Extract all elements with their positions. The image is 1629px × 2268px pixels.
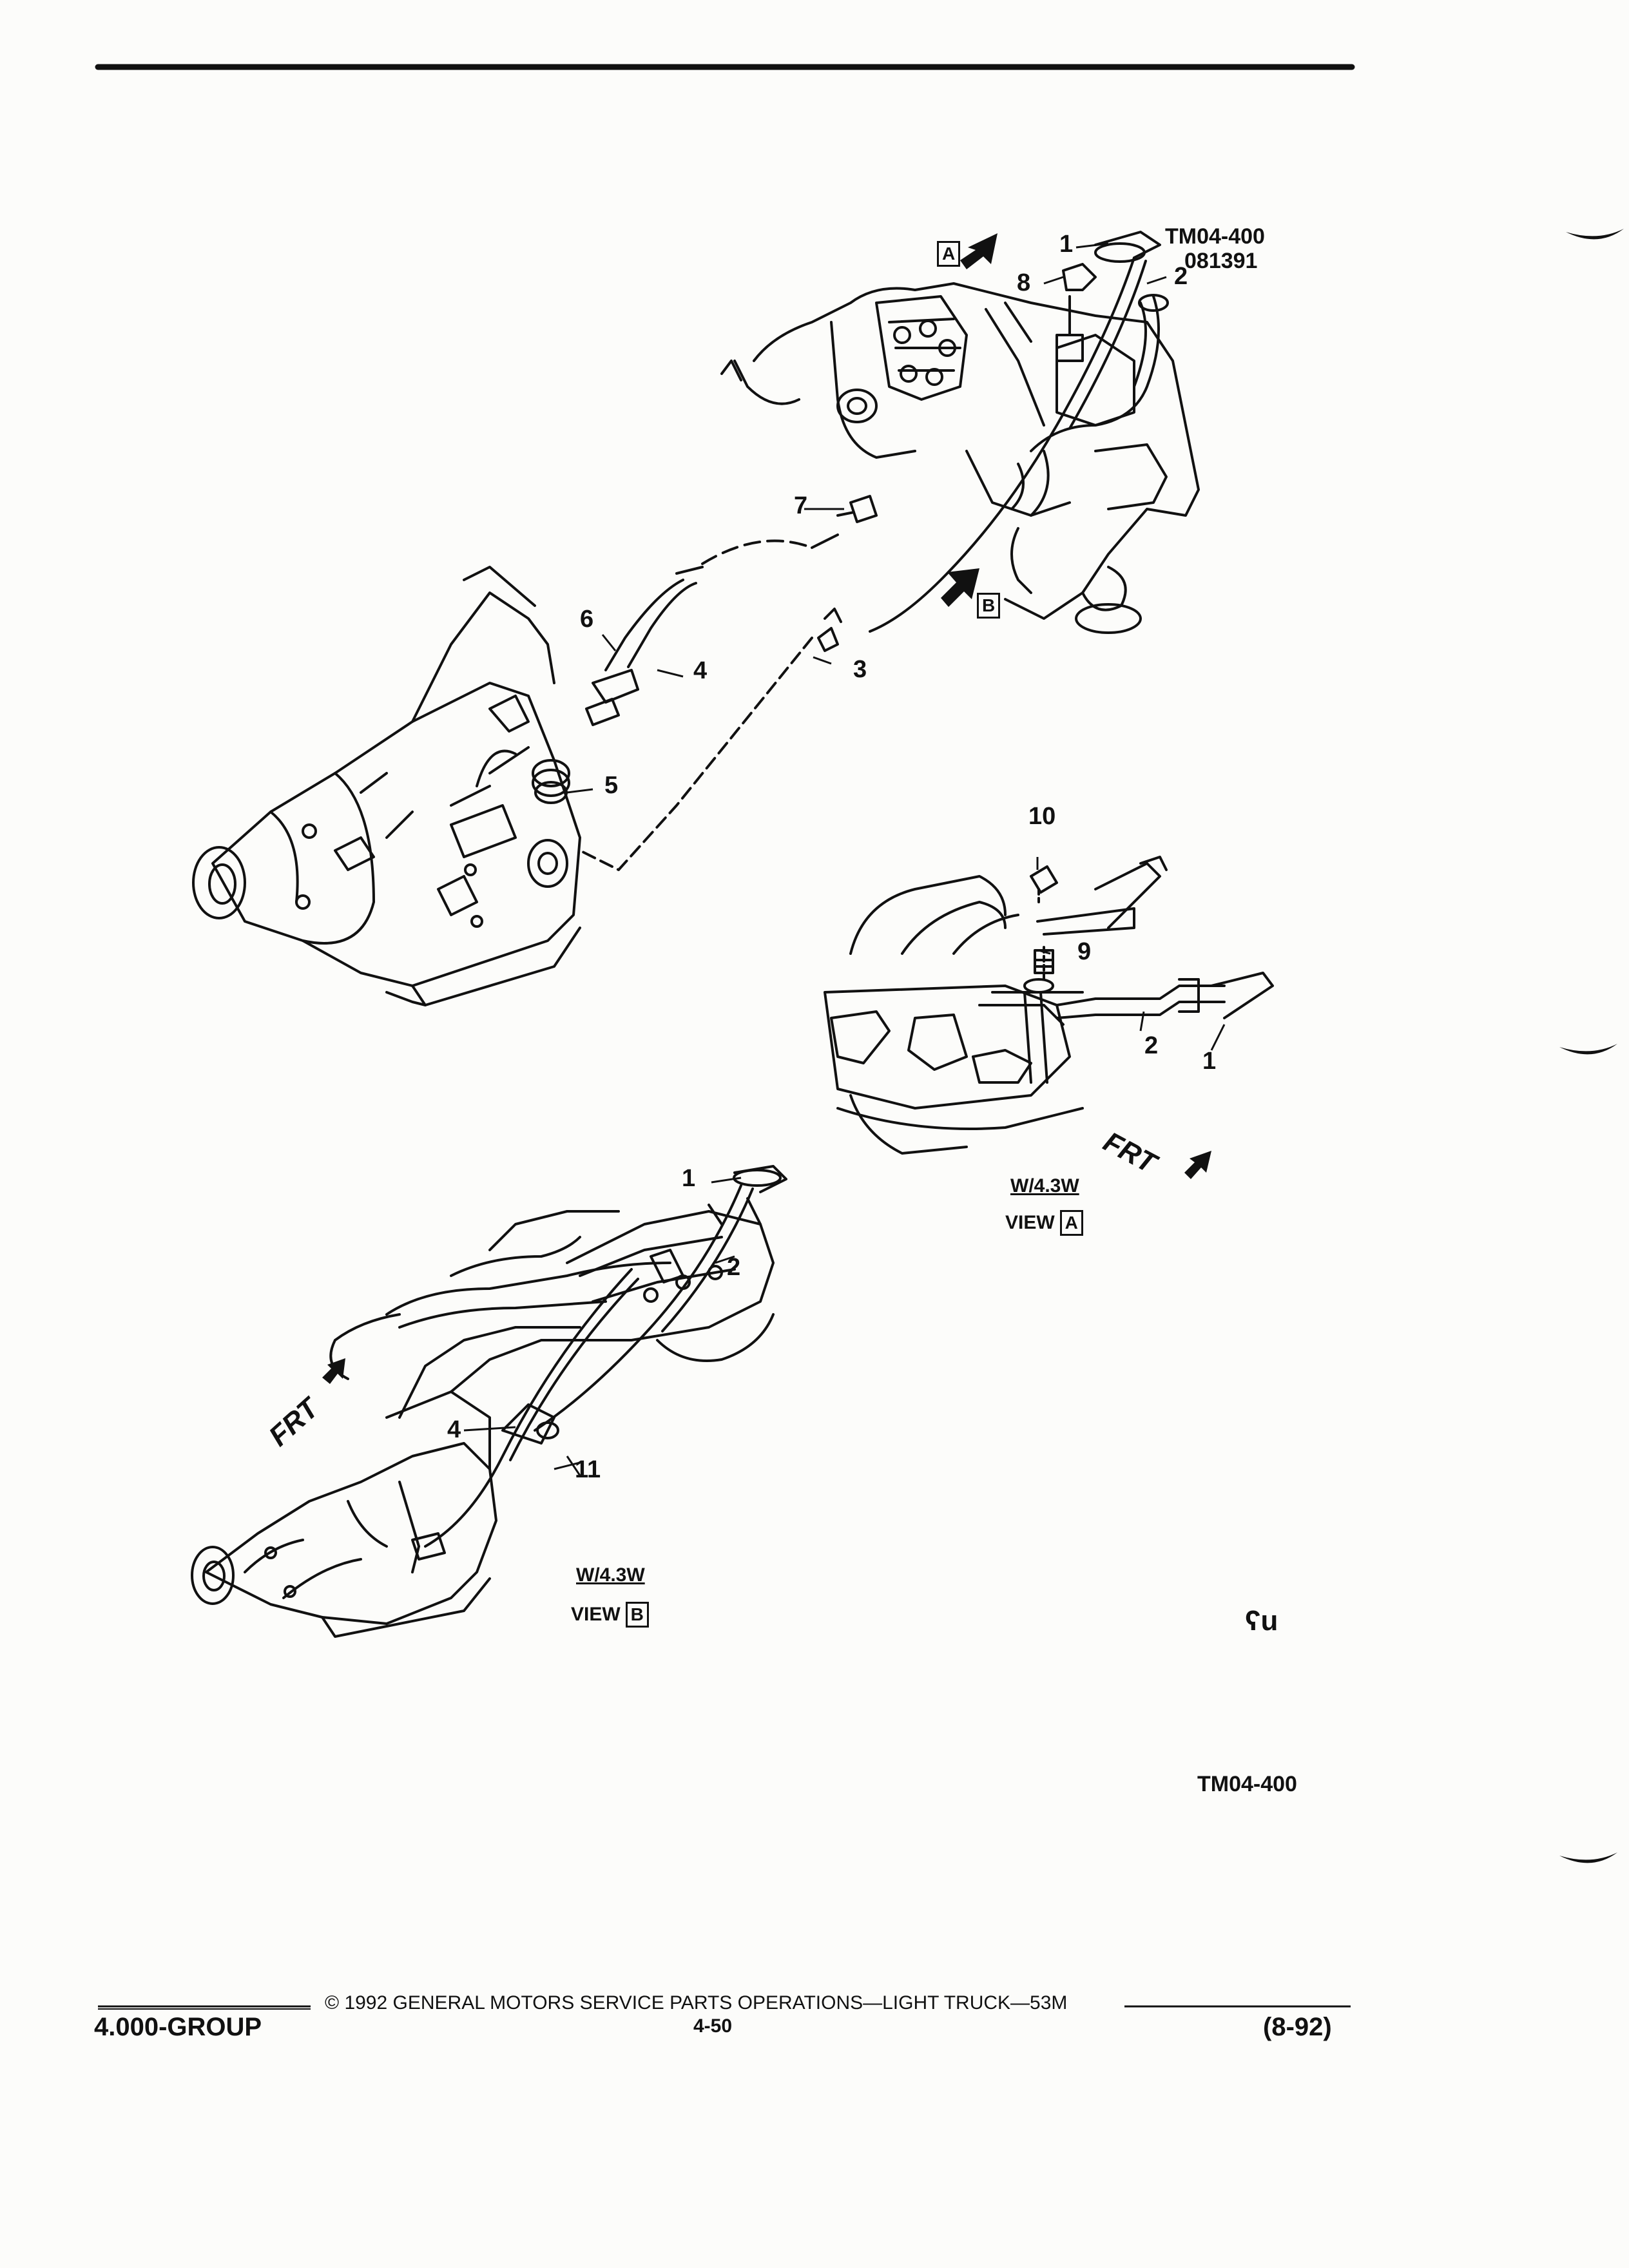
footer-page-number: 4-50 — [693, 2015, 733, 2037]
view-b-arrow — [941, 568, 979, 607]
margin-tick-3 — [1559, 1852, 1617, 1863]
main-engine-drawing — [720, 282, 1200, 634]
callout-main-7: 7 — [794, 492, 808, 519]
callout-view-a-1: 1 — [1202, 1048, 1217, 1075]
callout-view-b-4: 4 — [447, 1416, 461, 1443]
footer-copyright: © 1992 GENERAL MOTORS SERVICE PARTS OPER… — [325, 1992, 1068, 2013]
callout-view-b-11: 11 — [575, 1456, 601, 1483]
view-b-caption-sub: W/4.3W — [576, 1564, 645, 1586]
margin-tick-2 — [1559, 1044, 1617, 1055]
callout-view-a-9: 9 — [1077, 938, 1092, 965]
callout-main-5: 5 — [604, 772, 619, 799]
callout-view-a-10: 10 — [1028, 803, 1056, 830]
main-grommet-drawing — [532, 759, 570, 804]
figure-date-code: 081391 — [1184, 249, 1258, 273]
main-cable-drawing — [585, 533, 839, 726]
view-a-arrow — [960, 233, 998, 269]
footer-revision: (8-92) — [1263, 2013, 1332, 2041]
gm-logo-glyph: ʕu — [1245, 1605, 1278, 1637]
main-transmission-drawing — [192, 566, 581, 1006]
view-b-drawing — [191, 1197, 775, 1638]
callout-view-a-2: 2 — [1144, 1032, 1159, 1059]
view-a-drawing — [824, 856, 1274, 1155]
view-a-caption-label: VIEW — [1005, 1212, 1055, 1233]
frt-arrow-view-a — [1184, 1151, 1211, 1179]
frt-arrow-view-b — [322, 1358, 345, 1384]
view-a-marker-letter: A — [937, 241, 961, 267]
figure-id-bottom: TM04-400 — [1197, 1772, 1297, 1796]
callout-main-1: 1 — [1059, 231, 1074, 258]
view-b-caption-label: VIEW — [571, 1604, 621, 1625]
view-b-caption-letter: B — [625, 1602, 649, 1628]
view-b-cable-drawing — [411, 1268, 639, 1573]
tv-cable-leader — [579, 637, 813, 871]
main-dipstick-drawing — [869, 231, 1169, 633]
view-a-caption-letter: A — [1059, 1210, 1083, 1236]
callout-view-b-1: 1 — [682, 1165, 696, 1192]
callout-view-b-2: 2 — [727, 1254, 741, 1281]
callout-main-8: 8 — [1017, 269, 1031, 296]
margin-tick-1 — [1566, 229, 1624, 240]
callout-main-4: 4 — [693, 657, 708, 684]
view-a-caption-sub: W/4.3W — [1010, 1175, 1079, 1196]
view-b-marker: B — [972, 593, 1001, 619]
view-b-marker-letter: B — [977, 593, 1001, 619]
callout-main-6: 6 — [580, 606, 594, 633]
callout-main-3: 3 — [853, 656, 867, 683]
main-fasteners-drawing — [817, 263, 1097, 652]
footer-group: 4.000-GROUP — [94, 2013, 262, 2041]
view-a-marker: A — [932, 241, 961, 267]
callout-main-2: 2 — [1174, 263, 1188, 290]
figure-id: TM04-400 — [1165, 224, 1265, 249]
view-b-dipstick-drawing — [534, 1165, 787, 1432]
